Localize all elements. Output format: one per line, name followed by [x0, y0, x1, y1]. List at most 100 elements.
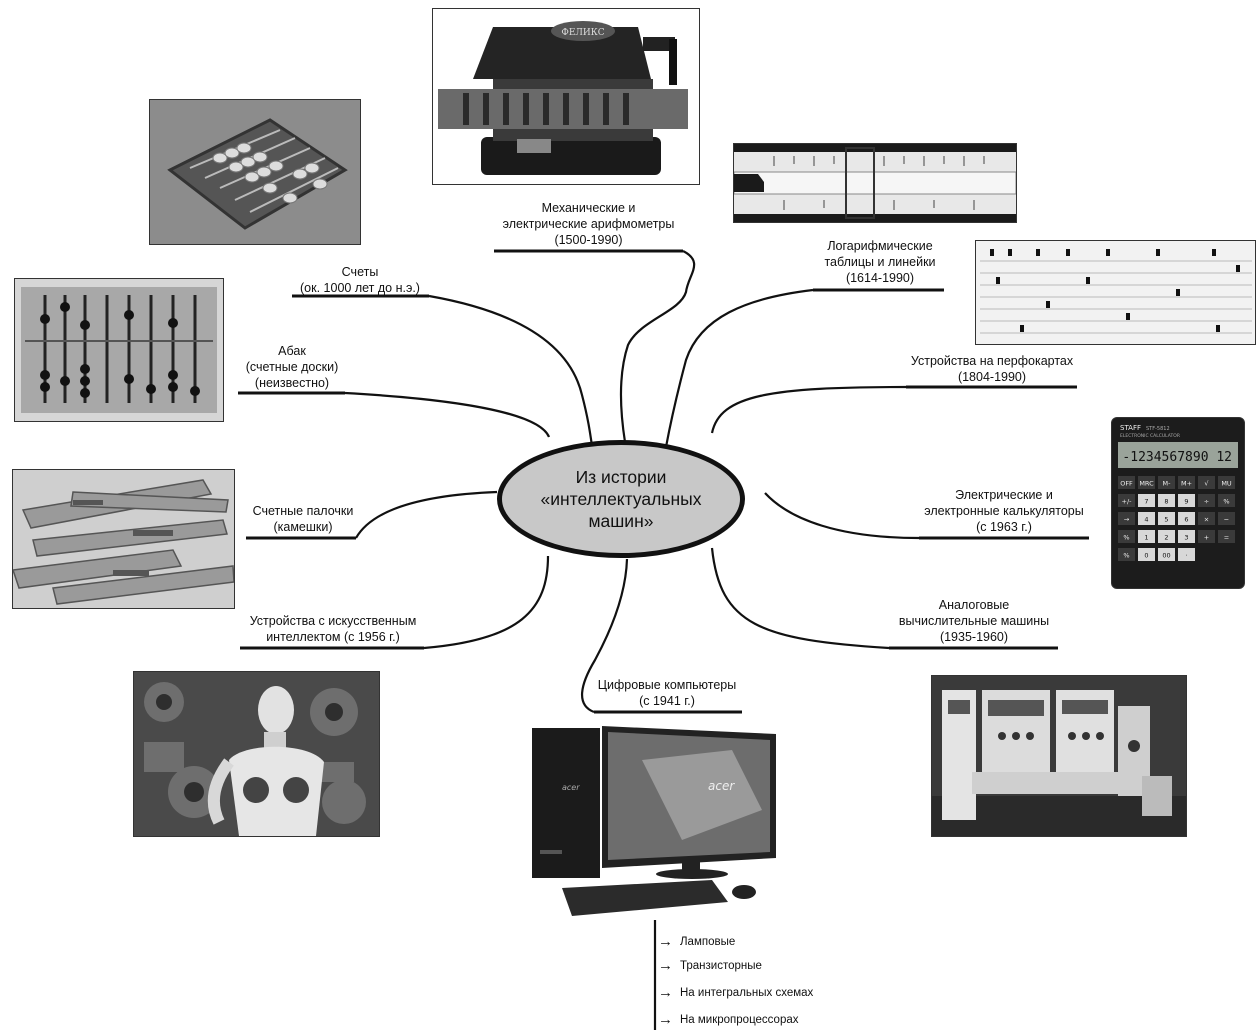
calculator-key — [1118, 548, 1135, 561]
calculator-key-label: → — [1124, 516, 1130, 524]
calculator-key-label: 3 — [1184, 534, 1188, 542]
calculator-key-label: +/- — [1122, 498, 1133, 506]
calculator-key-label: ÷ — [1204, 498, 1209, 506]
branch-log-label: Логарифмические таблицы и линейки (1614-… — [824, 239, 936, 285]
calculator-key — [1178, 476, 1195, 489]
calculator-key-label: 6 — [1184, 516, 1188, 524]
calculator-key-label: MRC — [1139, 480, 1154, 488]
branch-ai-label: Устройства с искусственным интеллектом (… — [249, 614, 417, 644]
calculator-key — [1198, 530, 1215, 543]
calculator-key-label: × — [1204, 516, 1209, 524]
analog-computer-image — [931, 675, 1187, 837]
calculator-key-label: = — [1224, 534, 1229, 542]
calculator-key — [1158, 476, 1175, 489]
calculator-key-label: MU — [1221, 480, 1232, 488]
abak-board-image — [14, 278, 224, 422]
calculator-key — [1138, 476, 1155, 489]
calculator-key-label: + — [1204, 534, 1209, 542]
calculator-key — [1118, 530, 1135, 543]
calculator-key-label: 9 — [1184, 498, 1188, 506]
branch-mechanical-label: Механические и электрические арифмометры… — [502, 201, 675, 247]
calculator-key-label: 00 — [1162, 552, 1170, 560]
calculator-key — [1138, 512, 1155, 525]
calculator-key — [1138, 530, 1155, 543]
central-topic-label: Из истории «интеллектуальных машин» — [540, 467, 702, 531]
punch-card-image — [975, 240, 1256, 345]
calculator-key-label: % — [1123, 552, 1129, 560]
calculator-brand: STAFF — [1120, 424, 1141, 432]
calculator-key-label: 0 — [1144, 552, 1148, 560]
arrow-right-icon: → — [658, 957, 673, 974]
counting-frame-image — [149, 99, 361, 245]
calculator-image: STAFF STF-5812 ELECTRONIC CALCULATOR -12… — [1111, 417, 1245, 589]
calculator-key-label: % — [1123, 534, 1129, 542]
arrow-right-icon: → — [658, 984, 673, 1001]
calculator-key — [1118, 494, 1135, 507]
branch-calculators-label: Электрические и электронные калькуляторы… — [924, 488, 1084, 534]
calculator-key — [1118, 476, 1135, 489]
central-topic: Из истории «интеллектуальных машин» — [497, 440, 745, 558]
branch-analog-label: Аналоговые вычислительные машины (1935-1… — [898, 598, 1050, 644]
computer-type-item: → На интегральных схемах — [658, 984, 813, 1001]
arrow-right-icon: → — [658, 1011, 673, 1028]
calculator-key — [1138, 494, 1155, 507]
calculator-key — [1138, 548, 1155, 561]
computer-type-label: На интегральных схемах — [680, 986, 814, 999]
computer-type-item: → Ламповые — [658, 933, 735, 950]
calculator-key — [1198, 512, 1215, 525]
desktop-computer-image: acer acer — [532, 720, 776, 920]
branch-digital-label: Цифровые компьютеры (с 1941 г.) — [597, 678, 737, 708]
calculator-key-label: OFF — [1120, 480, 1133, 488]
computer-type-label: Транзисторные — [680, 959, 762, 972]
arithmometer-brand-text: ФЕЛИКС — [561, 28, 604, 38]
calculator-key-label: M+ — [1181, 480, 1192, 488]
calculator-key — [1178, 494, 1195, 507]
calculator-key — [1198, 494, 1215, 507]
calculator-key — [1198, 476, 1215, 489]
branch-abak-label: Абак (счетные доски) (неизвестно) — [245, 344, 339, 390]
computer-type-label: На микропроцессорах — [680, 1013, 799, 1026]
calculator-key — [1158, 530, 1175, 543]
calculator-key — [1158, 548, 1175, 561]
calculator-key-label: M- — [1163, 480, 1172, 488]
calculator-key-label: % — [1223, 498, 1229, 506]
calculator-caption: ELECTRONIC CALCULATOR — [1120, 433, 1180, 439]
calculator-key — [1178, 548, 1195, 561]
branch-sticks-label: Счетные палочки (камешки) — [252, 504, 354, 534]
calculator-key — [1218, 512, 1235, 525]
branch-punch-label: Устройства на перфокартах (1804-1990) — [910, 354, 1074, 384]
calculator-key-label: 7 — [1144, 498, 1148, 506]
slide-rule-image — [733, 143, 1017, 223]
calculator-key — [1158, 494, 1175, 507]
ai-robot-image — [133, 671, 380, 837]
calculator-key — [1178, 512, 1195, 525]
arithmometer-image: ФЕЛИКС — [432, 8, 700, 185]
counting-sticks-image — [12, 469, 235, 609]
calculator-display: -1234567890 12 — [1122, 450, 1232, 465]
tower-logo-text: acer — [562, 783, 580, 792]
calculator-key — [1218, 494, 1235, 507]
calculator-key — [1218, 476, 1235, 489]
calculator-key-label: − — [1224, 516, 1229, 524]
calculator-key-label: 1 — [1144, 534, 1148, 542]
arrow-right-icon: → — [658, 933, 673, 950]
calculator-key — [1218, 530, 1235, 543]
calculator-key — [1178, 530, 1195, 543]
calculator-key-label: √ — [1204, 480, 1209, 488]
monitor-logo-text: acer — [708, 779, 735, 793]
calculator-key-label: 2 — [1164, 534, 1168, 542]
calculator-key-label: · — [1185, 552, 1187, 560]
calculator-key-label: 8 — [1164, 498, 1168, 506]
computer-type-item: → Транзисторные — [658, 957, 762, 974]
branch-counts-label: Счеты (ок. 1000 лет до н.э.) — [300, 265, 420, 295]
computer-type-label: Ламповые — [680, 935, 736, 948]
calculator-key — [1118, 512, 1135, 525]
computer-type-item: → На микропроцессорах — [658, 1011, 799, 1028]
calculator-key-label: 4 — [1144, 516, 1148, 524]
calculator-key-label: 5 — [1164, 516, 1168, 524]
calculator-key — [1158, 512, 1175, 525]
calculator-model: STF-5812 — [1146, 426, 1170, 432]
